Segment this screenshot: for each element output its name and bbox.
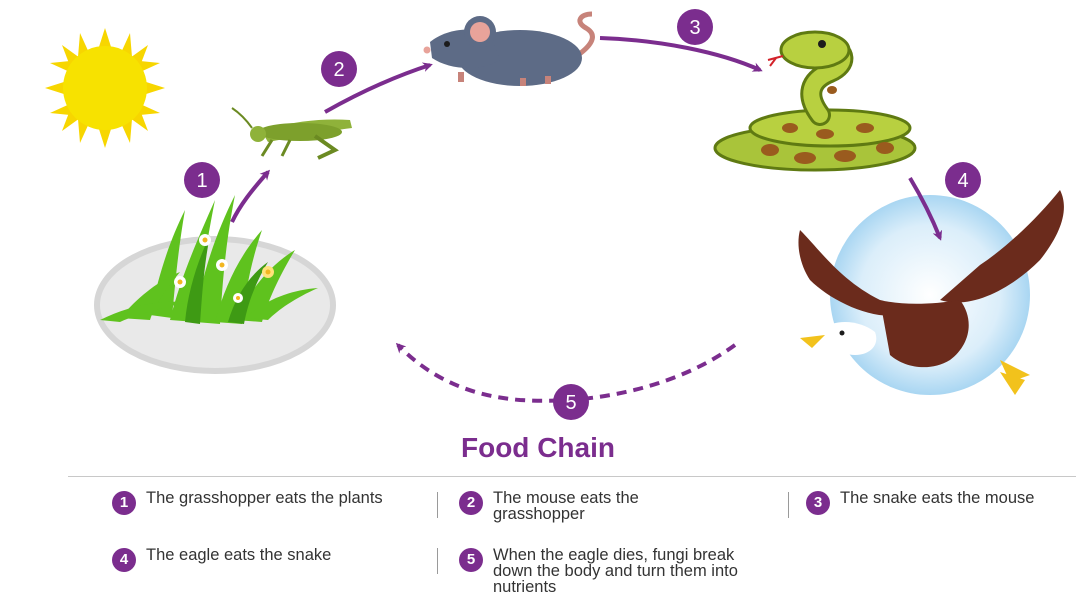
legend-item-1: 1 The grasshopper eats the plants	[112, 490, 417, 515]
step-badge-3: 3	[677, 9, 713, 45]
grass-icon	[97, 195, 333, 371]
grasshopper-icon	[232, 108, 352, 158]
step-badge-3-number: 3	[689, 17, 700, 39]
legend-number-3: 3	[806, 491, 830, 515]
step-badge-2-number: 2	[333, 59, 344, 81]
step-badge-4-number: 4	[957, 170, 968, 192]
step-badge-1-number: 1	[196, 170, 207, 192]
arrow-1	[232, 172, 268, 222]
legend-item-2: 2 The mouse eats the grasshopper	[459, 490, 759, 522]
step-badge-4: 4	[945, 162, 981, 198]
legend-item-3: 3 The snake eats the mouse	[806, 490, 1071, 515]
legend-number-4: 4	[112, 548, 136, 572]
legend-separator	[788, 492, 789, 518]
arrow-3	[600, 38, 760, 70]
mouse-icon	[424, 14, 593, 86]
legend-text-2: The mouse eats the grasshopper	[493, 490, 733, 522]
step-badge-5-number: 5	[565, 392, 576, 414]
divider	[68, 476, 1076, 477]
legend-item-5: 5 When the eagle dies, fungi break down …	[459, 547, 759, 595]
step-badge-1: 1	[184, 162, 220, 198]
legend-separator	[437, 548, 438, 574]
diagram-title: Food Chain	[0, 432, 1076, 464]
snake-icon	[715, 32, 915, 170]
legend-separator	[437, 492, 438, 518]
step-badge-2: 2	[321, 51, 357, 87]
step-badge-5: 5	[553, 384, 589, 420]
legend-text-3: The snake eats the mouse	[840, 490, 1065, 506]
legend-number-1: 1	[112, 491, 136, 515]
legend-text-5: When the eagle dies, fungi break down th…	[493, 547, 753, 595]
legend-text-1: The grasshopper eats the plants	[146, 490, 396, 506]
legend-number-5: 5	[459, 548, 483, 572]
sun-icon	[45, 28, 165, 148]
legend-text-4: The eagle eats the snake	[146, 547, 431, 563]
legend-item-4: 4 The eagle eats the snake	[112, 547, 442, 572]
legend-number-2: 2	[459, 491, 483, 515]
